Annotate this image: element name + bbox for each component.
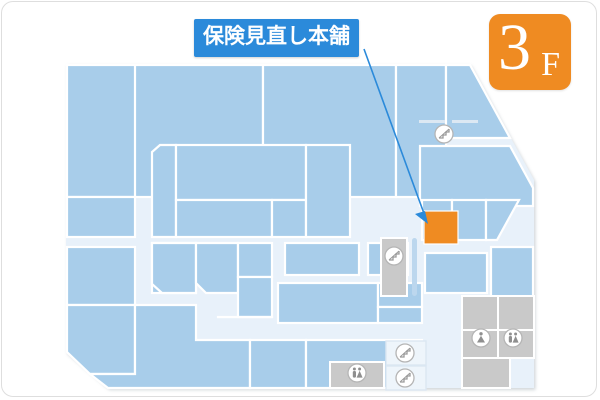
- store-blocks-upper-right: [418, 63, 535, 208]
- restroom-icon: [503, 328, 523, 348]
- floor-badge: 3 F: [489, 11, 571, 90]
- store-blocks-island-lower: [150, 241, 274, 319]
- callout-arrow: [363, 48, 428, 224]
- store-blocks-island-upper: [150, 143, 352, 239]
- floor-suffix: F: [541, 46, 560, 83]
- floor-number: 3: [498, 11, 531, 84]
- escalator-icon: [384, 246, 404, 266]
- restroom-women-icon: [471, 328, 491, 348]
- escalator-icon: [395, 343, 415, 363]
- restroom-icon: [347, 363, 367, 383]
- escalator-icon: [434, 124, 454, 144]
- corridor-strips: [412, 120, 478, 296]
- store-blocks-left: [65, 63, 137, 376]
- store-name-callout[interactable]: 保険見直し本舗: [194, 19, 359, 57]
- escalator-icon: [395, 368, 415, 388]
- highlighted-store-unit[interactable]: [423, 210, 459, 245]
